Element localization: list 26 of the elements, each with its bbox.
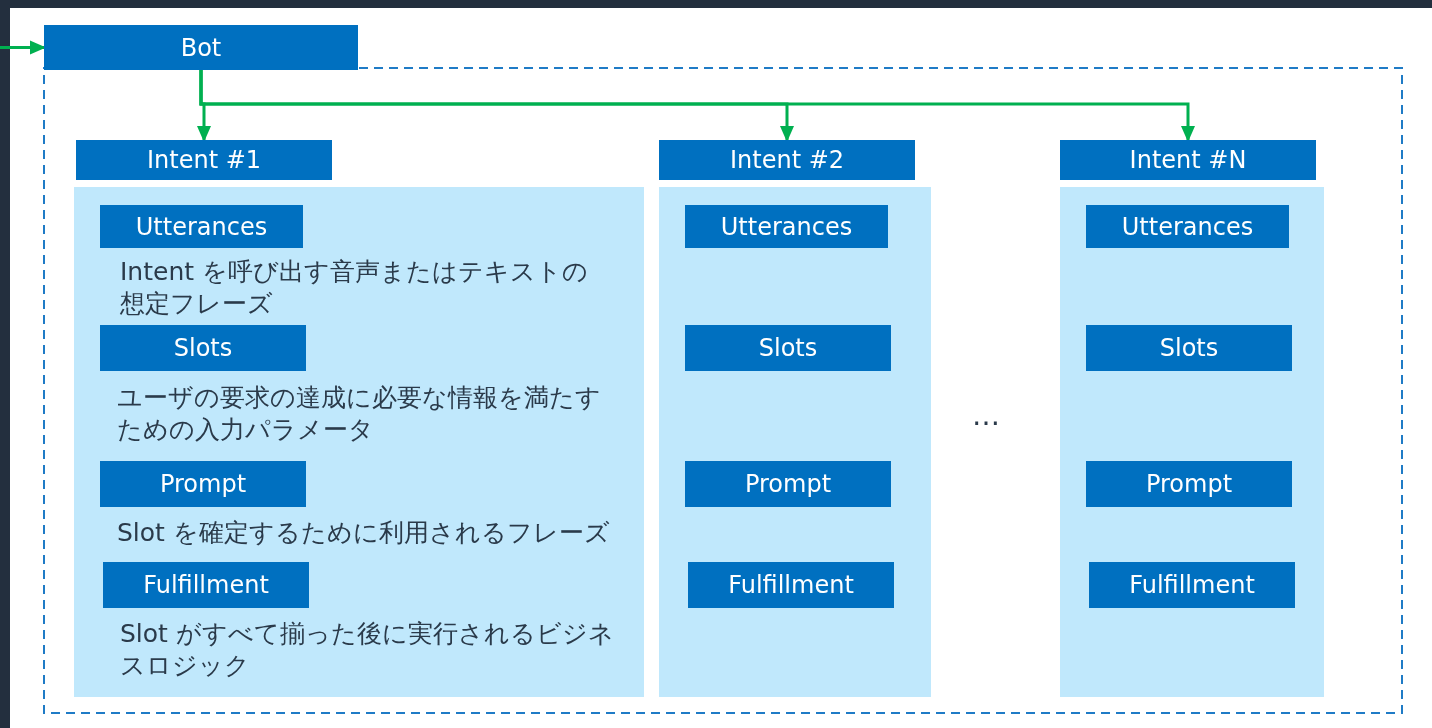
component-box: Slots bbox=[1086, 325, 1292, 371]
bot-box: Bot bbox=[44, 25, 358, 70]
intent-panel bbox=[74, 187, 644, 697]
intent-panel bbox=[1060, 187, 1324, 697]
component-box: Utterances bbox=[100, 205, 303, 248]
component-box: Utterances bbox=[685, 205, 888, 248]
arrow bbox=[199, 70, 1195, 142]
description-text: ユーザの要求の達成に必要な情報を満たすための入力パラメータ bbox=[117, 382, 602, 446]
intent-panel bbox=[659, 187, 931, 697]
component-box: Fulfillment bbox=[688, 562, 894, 608]
component-box: Slots bbox=[100, 325, 306, 371]
ellipsis: … bbox=[972, 400, 1000, 432]
description-text: Intent を呼び出す音声またはテキストの想定フレーズ bbox=[120, 256, 589, 320]
intent-box: Intent #N bbox=[1060, 140, 1316, 180]
arrow bbox=[0, 40, 46, 55]
intent-box: Intent #2 bbox=[659, 140, 915, 180]
intent-box: Intent #1 bbox=[76, 140, 332, 180]
component-box: Fulfillment bbox=[1089, 562, 1295, 608]
description-text: Slot を確定するために利用されるフレーズ bbox=[117, 517, 611, 549]
component-box: Fulfillment bbox=[103, 562, 309, 608]
component-box: Slots bbox=[685, 325, 891, 371]
description-text: Slot がすべて揃った後に実行されるビジネスロジック bbox=[120, 618, 615, 682]
component-box: Utterances bbox=[1086, 205, 1289, 248]
component-box: Prompt bbox=[685, 461, 891, 507]
component-box: Prompt bbox=[1086, 461, 1292, 507]
component-box: Prompt bbox=[100, 461, 306, 507]
